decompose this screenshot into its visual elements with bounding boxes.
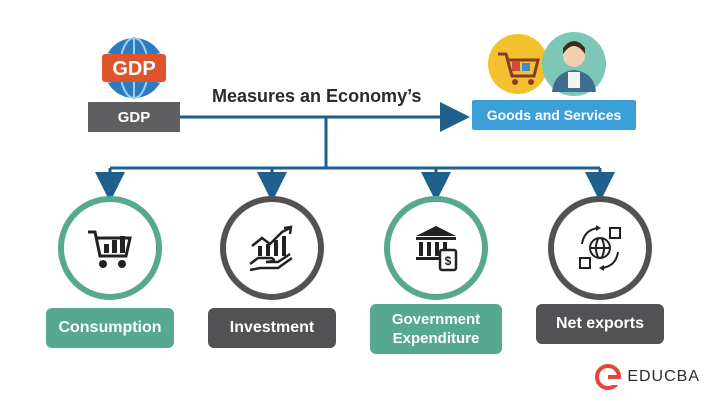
investment-label: Investment: [208, 308, 336, 348]
net-exports-circle: [548, 196, 652, 300]
gdp-icon-text: GDP: [112, 58, 155, 80]
consumption-circle: [58, 196, 162, 300]
investment-circle: [220, 196, 324, 300]
net-exports-label: Net exports: [536, 304, 664, 344]
government-expenditure-label: Government Expenditure: [370, 304, 502, 354]
educba-logo-icon: [595, 364, 622, 390]
global-trade-icon: [579, 225, 621, 271]
government-circle: $: [384, 196, 488, 300]
shopping-cart-icon: [88, 230, 132, 268]
goods-services-illustration: [482, 28, 612, 100]
gdp-globe-icon: GDP: [98, 32, 170, 104]
relation-text: Measures an Economy’s: [212, 86, 422, 106]
government-building-icon: $: [416, 226, 458, 272]
consumption-label: Consumption: [46, 308, 174, 348]
educba-brand: EDUCBA: [595, 364, 700, 390]
brand-name: EDUCBA: [627, 368, 700, 385]
gdp-label: GDP: [88, 102, 180, 132]
growth-chart-hand-icon: [249, 225, 293, 272]
svg-text:$: $: [445, 254, 452, 268]
goods-services-label: Goods and Services: [472, 100, 636, 130]
